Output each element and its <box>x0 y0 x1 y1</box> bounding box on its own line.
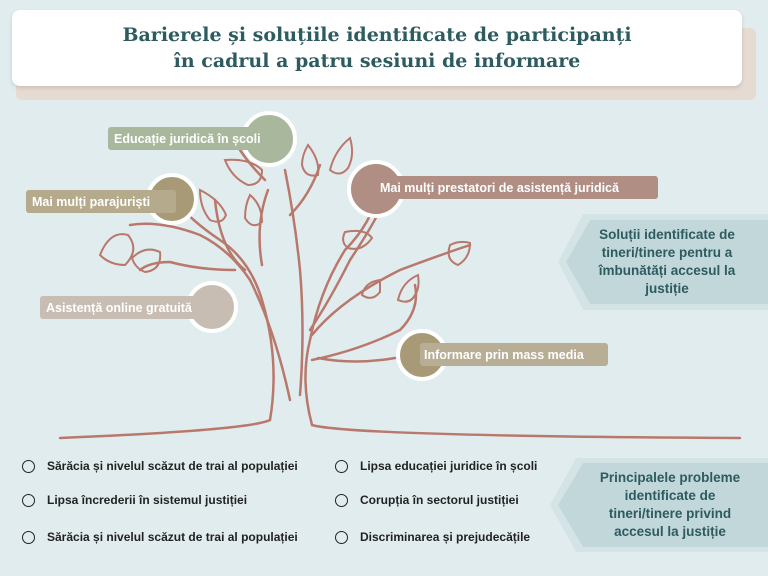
problem-label: Discriminarea și prejudecățile <box>360 530 531 544</box>
solutions-heading: Soluții identificate de tineri/tinere pe… <box>566 220 768 304</box>
solution-label: Informare prin mass media <box>424 347 584 362</box>
problem-item: Lipsa educației juridice în școli <box>335 459 537 473</box>
title-line-1: Barierele și soluțiile identificate de p… <box>122 24 632 46</box>
problem-item: Sărăcia și nivelul scăzut de trai al pop… <box>22 459 298 473</box>
problem-item: Corupția în sectorul justiției <box>335 493 519 507</box>
heading-line: accesul la justiție <box>614 524 726 539</box>
solution-label: Mai mulți prestatori de asistență juridi… <box>380 180 619 195</box>
problem-item: Sărăcia și nivelul scăzut de trai al pop… <box>22 530 298 544</box>
page-title: Barierele și soluțiile identificate de p… <box>12 10 742 86</box>
solution-prestatori: Mai mulți prestatori de asistență juridi… <box>372 176 658 199</box>
circle-bullet-icon <box>335 530 348 544</box>
problem-label: Sărăcia și nivelul scăzut de trai al pop… <box>47 459 298 473</box>
solution-mass-media: Informare prin mass media <box>420 343 608 366</box>
solution-label: Educație juridică în școli <box>114 131 261 146</box>
problem-label: Lipsa încrederii în sistemul justiției <box>47 493 248 507</box>
problem-item: Discriminarea și prejudecățile <box>335 530 530 544</box>
heading-line: Principalele probleme <box>599 470 741 485</box>
problems-heading: Principalele probleme identificate de ti… <box>558 463 768 547</box>
heading-line: tineri/tinere privind <box>608 506 732 521</box>
problem-item: Lipsa încrederii în sistemul justiției <box>22 493 247 507</box>
heading-line: îmbunătăți accesul la <box>598 263 736 278</box>
solution-label: Asistență online gratuită <box>46 300 192 315</box>
problem-label: Sărăcia și nivelul scăzut de trai al pop… <box>47 530 298 544</box>
solution-educatie-juridica: Educație juridică în școli <box>108 127 288 150</box>
circle-bullet-icon <box>22 459 35 473</box>
circle-bullet-icon <box>335 493 348 507</box>
heading-line: justiție <box>645 281 689 296</box>
solution-parajuristi: Mai mulți parajuriști <box>26 190 176 213</box>
solution-label: Mai mulți parajuriști <box>32 194 151 209</box>
heading-line: tineri/tinere pentru a <box>601 245 733 260</box>
problem-label: Corupția în sectorul justiției <box>360 493 519 507</box>
title-line-2: în cadrul a patru sesiuni de informare <box>173 50 581 72</box>
problem-label: Lipsa educației juridice în școli <box>360 459 538 473</box>
heading-line: identificate de <box>624 488 716 503</box>
heading-line: Soluții identificate de <box>599 227 735 242</box>
circle-bullet-icon <box>335 459 348 473</box>
circle-bullet-icon <box>22 530 35 544</box>
circle-bullet-icon <box>22 493 35 507</box>
solution-asistenta-online: Asistență online gratuită <box>40 296 220 319</box>
